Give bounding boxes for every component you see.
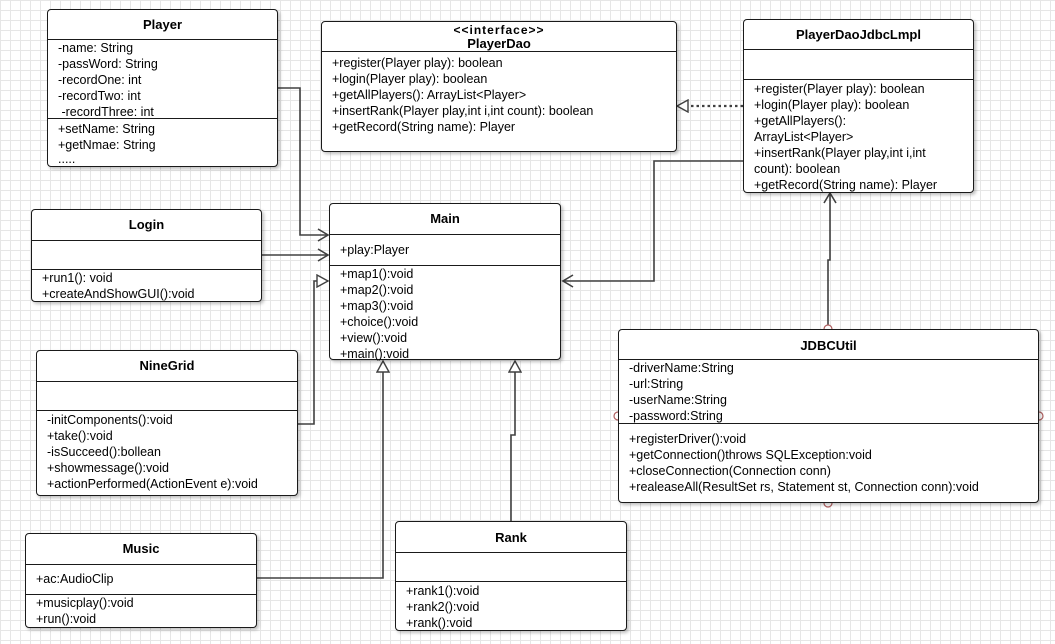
class-jdbcutil[interactable]: JDBCUtil -driverName:String -url:String … bbox=[618, 329, 1039, 503]
operation: +getAllPlayers(): bbox=[754, 114, 847, 128]
attribute: +ac:AudioClip bbox=[36, 572, 114, 586]
attribute: -url:String bbox=[629, 377, 684, 391]
operation: +register(Player play): boolean bbox=[332, 56, 503, 70]
operations-section: +register(Player play): boolean +login(P… bbox=[322, 52, 676, 135]
operations-section: +map1():void +map2():void +map3():void +… bbox=[330, 266, 560, 362]
class-login[interactable]: Login +run1(): void +createAndShowGUI():… bbox=[31, 209, 262, 302]
attributes-section: +play:Player bbox=[330, 235, 560, 266]
attributes-section: -name: String -passWord: String -recordO… bbox=[48, 40, 277, 119]
attributes-section bbox=[32, 241, 261, 270]
operations-section: -initComponents():void +take():void -isS… bbox=[37, 411, 297, 492]
stereotype-label: <<interface>> bbox=[453, 23, 545, 37]
generalization-music-main[interactable] bbox=[256, 361, 383, 579]
operations-section: +rank1():void +rank2():void +rank():void bbox=[396, 582, 626, 631]
attributes-section bbox=[396, 553, 626, 582]
operation: ..... bbox=[58, 152, 76, 166]
operation: +take():void bbox=[47, 429, 113, 443]
association-impl-main[interactable] bbox=[561, 160, 743, 288]
attribute: -userName:String bbox=[629, 393, 727, 407]
operations-section: +musicplay():void +run():void bbox=[26, 595, 256, 627]
attribute: -recordTwo: int bbox=[58, 89, 141, 103]
operation: +map2():void bbox=[340, 283, 414, 297]
class-name: NineGrid bbox=[37, 351, 297, 382]
class-name: Music bbox=[26, 534, 256, 565]
operation: +map3():void bbox=[340, 299, 414, 313]
class-name: PlayerDaoJdbcLmpl bbox=[744, 20, 973, 50]
operation: +rank():void bbox=[406, 616, 473, 630]
attribute: -passWord: String bbox=[58, 57, 158, 71]
operation: count): boolean bbox=[754, 162, 841, 176]
attributes-section: +ac:AudioClip bbox=[26, 565, 256, 595]
operation: +rank1():void bbox=[406, 584, 480, 598]
operations-section: +setName: String +getNmae: String ..... bbox=[48, 119, 277, 165]
attribute: +play:Player bbox=[340, 243, 410, 257]
operation: +musicplay():void bbox=[36, 596, 134, 610]
operation: +rank2():void bbox=[406, 600, 480, 614]
operation: +main():void bbox=[340, 347, 410, 361]
operations-section: +registerDriver():void +getConnection()t… bbox=[619, 424, 1038, 495]
operation: ArrayList<Player> bbox=[754, 130, 854, 144]
class-player[interactable]: Player -name: String -passWord: String -… bbox=[47, 9, 278, 167]
operation: +showmessage():void bbox=[47, 461, 169, 475]
class-playerdaojdbclmpl[interactable]: PlayerDaoJdbcLmpl +register(Player play)… bbox=[743, 19, 974, 193]
attribute: -driverName:String bbox=[629, 361, 734, 375]
attribute: -password:String bbox=[629, 409, 723, 423]
operation: +getRecord(String name): Player bbox=[332, 120, 516, 134]
class-main[interactable]: Main +play:Player +map1():void +map2():v… bbox=[329, 203, 561, 362]
operation: +getNmae: String bbox=[58, 138, 156, 152]
class-name: Login bbox=[32, 210, 261, 241]
operation: -initComponents():void bbox=[47, 413, 173, 427]
association-player-main[interactable] bbox=[277, 87, 330, 242]
operation: +run1(): void bbox=[42, 271, 113, 285]
interface-header: <<interface>> PlayerDao bbox=[322, 22, 676, 52]
class-name: Rank bbox=[396, 522, 626, 553]
operation: +closeConnection(Connection conn) bbox=[629, 464, 831, 478]
operation: +setName: String bbox=[58, 122, 155, 136]
association-jdbcutil-impl[interactable] bbox=[823, 191, 837, 329]
operation: +getConnection()throws SQLException:void bbox=[629, 448, 872, 462]
attributes-section: -driverName:String -url:String -userName… bbox=[619, 360, 1038, 424]
operation: -isSucceed():bollean bbox=[47, 445, 161, 459]
operation: +login(Player play): boolean bbox=[332, 72, 488, 86]
class-ninegrid[interactable]: NineGrid -initComponents():void +take():… bbox=[36, 350, 298, 496]
generalization-ninegrid-main[interactable] bbox=[297, 281, 328, 425]
operation: +insertRank(Player play,int i,int bbox=[754, 146, 926, 160]
attributes-section bbox=[37, 382, 297, 411]
operation: +actionPerformed(ActionEvent e):void bbox=[47, 477, 258, 491]
operation: +createAndShowGUI():void bbox=[42, 287, 195, 301]
operation: +register(Player play): boolean bbox=[754, 82, 925, 96]
interface-name: PlayerDao bbox=[467, 36, 531, 51]
attribute: -recordThree: int bbox=[58, 105, 154, 119]
operation: +map1():void bbox=[340, 267, 414, 281]
class-rank[interactable]: Rank +rank1():void +rank2():void +rank()… bbox=[395, 521, 627, 631]
class-name: Main bbox=[330, 204, 560, 235]
operation: +run():void bbox=[36, 612, 97, 626]
generalization-rank-main[interactable] bbox=[511, 361, 515, 522]
operations-section: +run1(): void +createAndShowGUI():void bbox=[32, 270, 261, 302]
operation: +view():void bbox=[340, 331, 408, 345]
class-music[interactable]: Music +ac:AudioClip +musicplay():void +r… bbox=[25, 533, 257, 628]
operation: +getAllPlayers(): ArrayList<Player> bbox=[332, 88, 527, 102]
attributes-section bbox=[744, 50, 973, 80]
attribute: -name: String bbox=[58, 41, 134, 55]
class-name: Player bbox=[48, 10, 277, 40]
operation: +registerDriver():void bbox=[629, 432, 747, 446]
operations-section: +register(Player play): boolean +login(P… bbox=[744, 80, 973, 193]
interface-playerdao[interactable]: <<interface>> PlayerDao +register(Player… bbox=[321, 21, 677, 152]
attribute: -recordOne: int bbox=[58, 73, 142, 87]
operation: +realeaseAll(ResultSet rs, Statement st,… bbox=[629, 480, 979, 494]
operation: +insertRank(Player play,int i,int count)… bbox=[332, 104, 594, 118]
operation: +choice():void bbox=[340, 315, 419, 329]
class-name: JDBCUtil bbox=[619, 330, 1038, 360]
operation: +login(Player play): boolean bbox=[754, 98, 910, 112]
operation: +getRecord(String name): Player bbox=[754, 178, 938, 192]
